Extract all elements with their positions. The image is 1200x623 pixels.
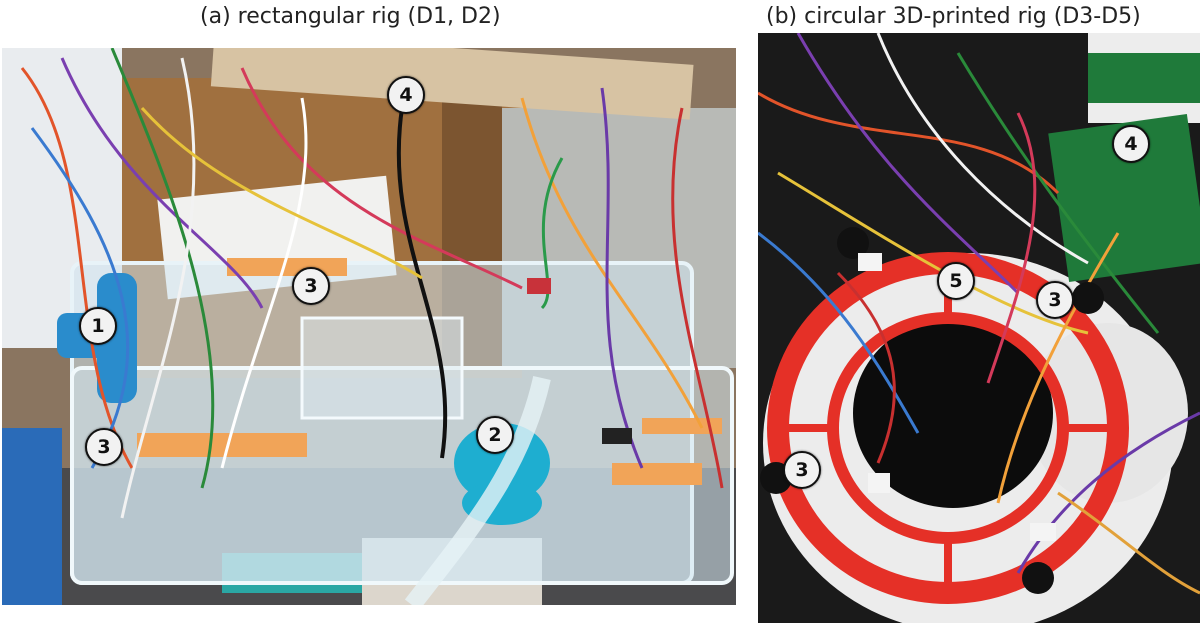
marker-5: 5 — [937, 262, 975, 300]
marker-3-top: 3 — [292, 267, 330, 305]
marker-4: 4 — [1112, 125, 1150, 163]
photo-circular-rig: 5 3 3 4 — [758, 33, 1200, 623]
marker-3-right: 3 — [1036, 281, 1074, 319]
marker-2: 2 — [476, 416, 514, 454]
marker-1: 1 — [79, 307, 117, 345]
marker-4: 4 — [387, 76, 425, 114]
marker-3-left: 3 — [85, 428, 123, 466]
rectangular-rig-illustration — [2, 48, 736, 605]
caption-rectangular-rig: (a) rectangular rig (D1, D2) — [200, 4, 501, 29]
circular-rig-illustration — [758, 33, 1200, 623]
caption-circular-rig: (b) circular 3D-printed rig (D3-D5) — [766, 4, 1141, 29]
photo-rectangular-rig: 1 2 3 3 4 — [2, 48, 736, 605]
marker-3-left: 3 — [783, 451, 821, 489]
